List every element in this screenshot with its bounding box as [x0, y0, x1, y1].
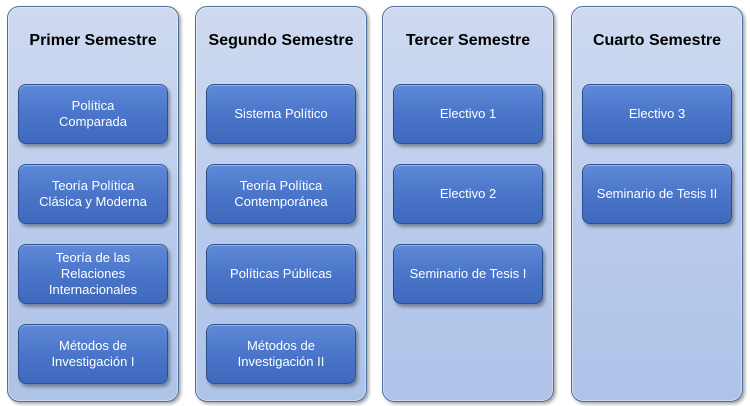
course-label-line: Métodos de: [247, 338, 315, 353]
course-box: Seminario de Tesis I: [393, 244, 543, 304]
course-label-line: Investigación II: [237, 354, 325, 369]
course-label-line: Seminario de Tesis II: [596, 186, 718, 201]
course-label: Políticas Públicas: [230, 266, 332, 282]
course-label-line: Contemporánea: [234, 194, 328, 209]
course-label: Seminario de Tesis II: [597, 186, 717, 202]
course-label-line: Teoría Política: [51, 178, 135, 193]
course-label-line: Políticas Públicas: [230, 266, 332, 281]
semester-title: Segundo Semestre: [208, 32, 354, 49]
course-label: Electivo 2: [440, 186, 496, 202]
course-label: Seminario de Tesis I: [410, 266, 527, 282]
semester-title: Primer Semestre: [29, 32, 157, 49]
course-label-line: Clásica y Moderna: [39, 194, 147, 209]
course-label-line: Seminario de Tesis I: [409, 266, 527, 281]
course-label: Sistema Político: [234, 106, 327, 122]
course-label: Electivo 3: [629, 106, 685, 122]
course-label-line: Investigación I: [51, 354, 135, 369]
course-label-line: Internacionales: [48, 282, 138, 297]
semester-title: Tercer Semestre: [405, 32, 531, 49]
course-label-line: Métodos de: [59, 338, 127, 353]
course-label-line: Electivo 2: [439, 186, 497, 201]
course-box: Electivo 1: [393, 84, 543, 144]
course-box: Políticas Públicas: [206, 244, 356, 304]
course-box: Electivo 3: [582, 84, 732, 144]
course-label-line: Relaciones: [60, 266, 126, 281]
course-label-line: Sistema Político: [234, 106, 328, 121]
course-label: Electivo 1: [440, 106, 496, 122]
course-label-line: Teoría de las: [55, 250, 131, 265]
course-box: Electivo 2: [393, 164, 543, 224]
course-label-line: Teoría Política: [239, 178, 323, 193]
semester-title: Cuarto Semestre: [592, 32, 722, 49]
course-box: Seminario de Tesis II: [582, 164, 732, 224]
course-box: Sistema Político: [206, 84, 356, 144]
course-label-line: Electivo 3: [628, 106, 686, 121]
course-label-line: Comparada: [59, 114, 127, 129]
course-label-line: Electivo 1: [439, 106, 497, 121]
course-label-line: Política: [71, 98, 115, 113]
